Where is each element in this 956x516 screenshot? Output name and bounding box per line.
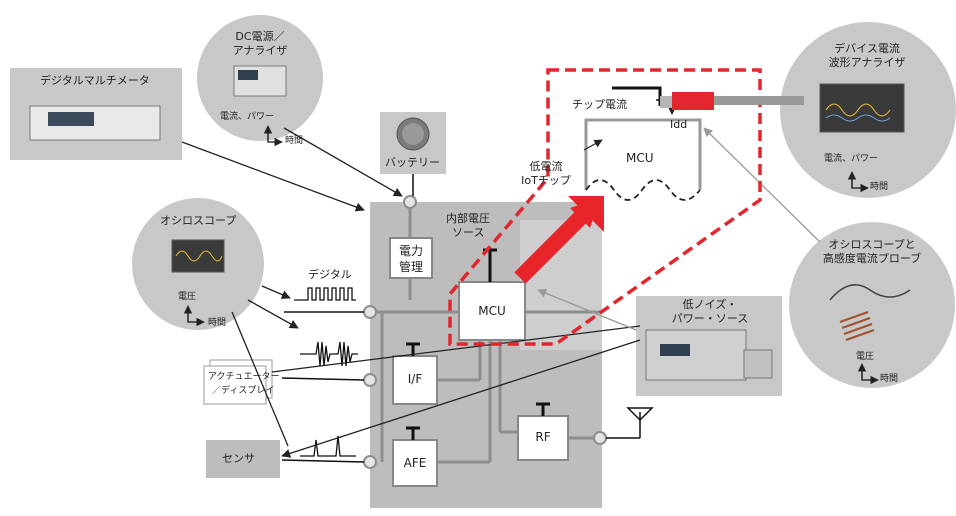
rf-label: RF [518,430,568,444]
battery-label: バッテリー [385,156,440,169]
actuator-label-1: アクチュエーター [208,372,280,383]
power-mgmt-label-2: 管理 [390,258,432,275]
probe-axis-x: 時間 [880,374,898,385]
internal-voltage-label-2: ソース [452,226,484,239]
zoom-mcu-label: MCU [626,152,654,165]
device-axis-y: 電流、パワー [824,154,878,165]
probe-axis-y: 電圧 [856,352,874,363]
dc-power-axis-x: 時間 [285,136,303,147]
low-noise-label-1: 低ノイズ・ [660,298,760,311]
probe-stub [660,96,672,108]
probe-label-2: 高感度電流プローブ [814,252,930,265]
iot-label-2: IoTチップ [514,174,578,187]
osc-axis-x: 時間 [208,318,226,329]
antenna [606,408,652,438]
dc-power-label-1: DC電源／ [228,30,292,43]
osc-axis-y: 電圧 [178,292,196,303]
sensor-label: センサ [222,452,255,465]
if-label: I/F [393,372,437,386]
probe-clamp [672,92,714,110]
iot-label-1: 低電流 [514,160,578,173]
device-axis-x: 時間 [870,182,888,193]
dc-power-axis-y: 電流、パワー [220,112,274,123]
dc-power-label-2: アナライザ [228,44,292,57]
device-analyzer-label-2: 波形アナライザ [820,56,914,69]
dmm-label: デジタルマルチメータ [40,74,150,87]
coin-cell-face [402,123,424,145]
sensor-spike-waveform [300,436,356,456]
actuator-label-2: ／ディスプレイ [212,386,274,397]
afe-label: AFE [393,456,437,470]
low-noise-label-2: パワー・ソース [660,312,760,325]
device-analyzer-label-1: デバイス電流 [820,42,914,55]
digital-pulse-train [294,288,356,300]
digital-label: デジタル [308,268,352,281]
oscilloscope-label: オシロスコープ [160,214,236,227]
mcu-label: MCU [459,304,525,318]
internal-voltage-label-1: 内部電圧 [446,212,490,225]
io-lines [282,312,364,462]
idd-label: Idd [670,118,687,131]
probe-label-1: オシロスコープと [814,238,930,251]
chip-current-label: チップ電流 [572,98,627,111]
power-mgmt-label-1: 電力 [390,242,432,259]
probe-cable [714,96,804,105]
